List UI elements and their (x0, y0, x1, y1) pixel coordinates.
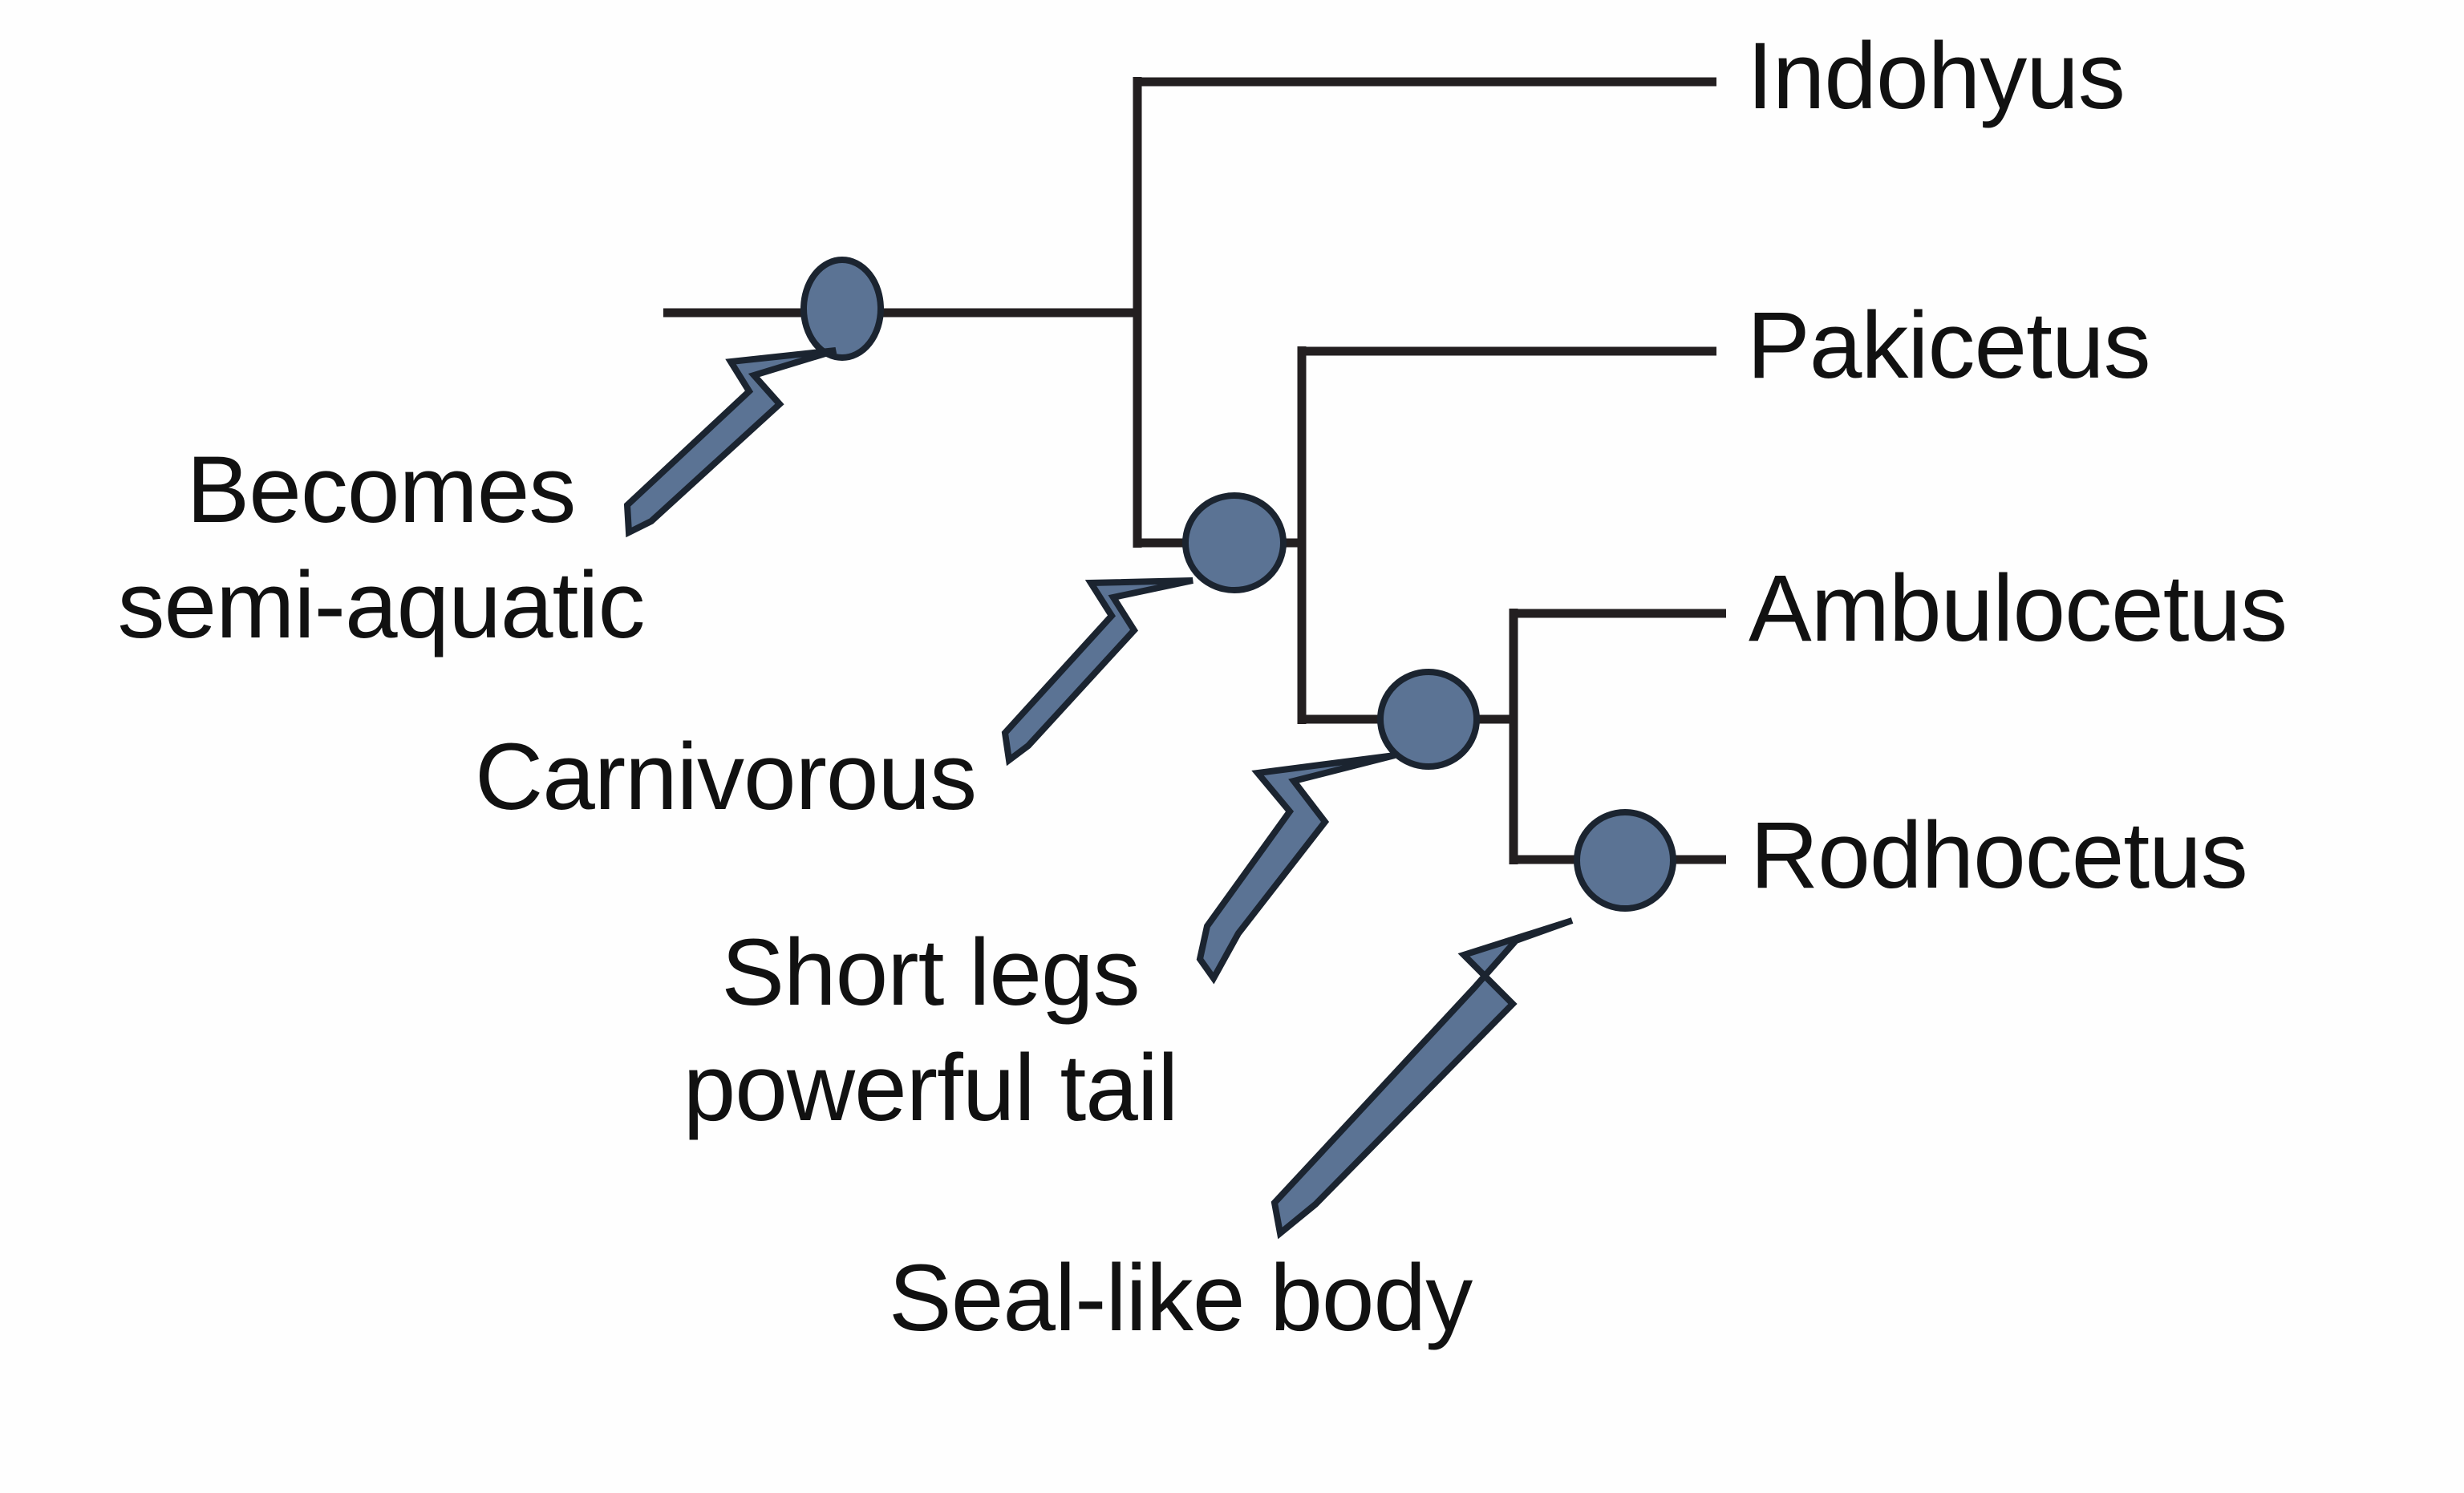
trait-label-semi-aquatic: Becomes semi-aquatic (88, 433, 674, 664)
trait-semi-aquatic-line2: semi-aquatic (117, 552, 646, 658)
arrow-seal-like (1270, 917, 1574, 1240)
taxon-label-indohyus: Indohyus (1747, 23, 2126, 129)
node-short-legs[interactable] (1377, 669, 1480, 770)
trait-carnivorous-line1: Carnivorous (475, 724, 977, 830)
taxon-label-rodhocetus: Rodhocetus (1750, 803, 2248, 908)
trait-seal-like-line1: Seal-like body (889, 1245, 1473, 1351)
arrow-carnivorous (1001, 577, 1194, 767)
trait-label-seal-like: Seal-like body (889, 1241, 1473, 1357)
node-markers (800, 257, 1676, 912)
arrow-semi-aquatic (623, 347, 837, 538)
trait-semi-aquatic-line1: Becomes (186, 437, 577, 543)
arrow-short-legs (1196, 752, 1396, 985)
node-seal-like[interactable] (1574, 809, 1676, 912)
taxon-label-ambulocetus: Ambulocetus (1749, 556, 2288, 662)
trait-short-legs-line2: powerful tail (683, 1034, 1179, 1141)
node-carnivorous[interactable] (1182, 492, 1287, 593)
annotation-arrows (623, 347, 1574, 1240)
trait-label-short-legs: Short legs powerful tail (634, 916, 1227, 1147)
taxon-label-pakicetus: Pakicetus (1747, 293, 2151, 399)
trait-label-carnivorous: Carnivorous (475, 720, 977, 836)
node-semi-aquatic[interactable] (800, 257, 884, 361)
trait-short-legs-line1: Short legs (721, 920, 1140, 1026)
